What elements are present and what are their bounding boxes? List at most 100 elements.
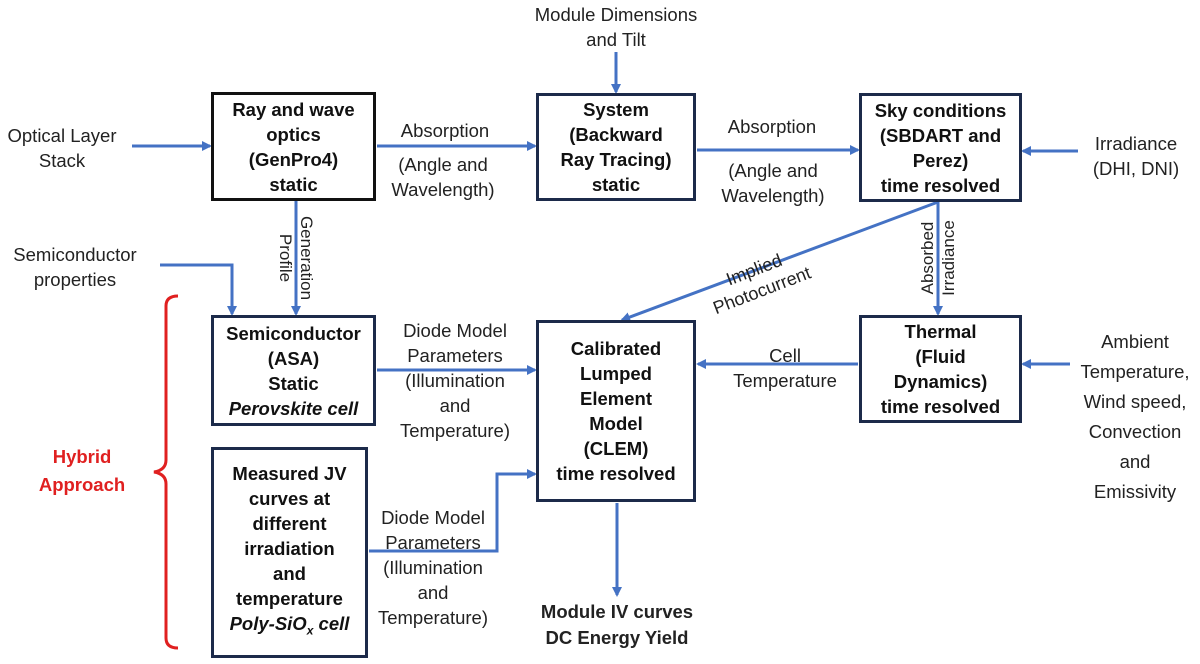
label-line: Parameters bbox=[407, 345, 503, 366]
label-line: Diode Model bbox=[381, 507, 485, 528]
label-line: and bbox=[417, 582, 449, 603]
optics-box-line: static bbox=[269, 173, 318, 195]
label-line: Temperature) bbox=[399, 420, 510, 441]
label-line: Ambient bbox=[1101, 331, 1169, 352]
label-line: DC Energy Yield bbox=[545, 627, 689, 648]
measured-jv-box-line: curves at bbox=[248, 488, 331, 510]
clem-box-line: Model bbox=[589, 413, 643, 434]
absorption-label-1: Absorption bbox=[400, 120, 490, 141]
absorption-detail-label-1: (Angle and Wavelength) bbox=[383, 152, 503, 202]
semiconductor-properties-label: Semiconductor properties bbox=[0, 242, 150, 292]
label-line: Wavelength) bbox=[391, 179, 495, 200]
label-line: Absorbed bbox=[918, 221, 937, 295]
optical-stack-label: Optical Layer Stack bbox=[0, 123, 124, 173]
label-line: Convection bbox=[1088, 421, 1182, 442]
clem-box-line: Calibrated bbox=[570, 338, 662, 359]
sky-box: Sky conditions (SBDART and Perez) time r… bbox=[859, 93, 1022, 202]
label-line: (Angle and bbox=[728, 160, 818, 181]
thermal-box-line: (Fluid bbox=[915, 346, 966, 367]
label-line: Module IV curves bbox=[540, 601, 694, 622]
cell-type-suffix: cell bbox=[313, 613, 350, 635]
hybrid-approach-label: Hybrid Approach bbox=[28, 443, 136, 499]
optics-box-line: Ray and wave bbox=[232, 98, 355, 120]
label-line: Generation bbox=[297, 215, 316, 301]
system-box-line: static bbox=[591, 174, 641, 195]
clem-box-line: time resolved bbox=[556, 463, 676, 484]
measured-jv-box-line: and bbox=[273, 563, 306, 585]
semiconductor-box-line: Semiconductor bbox=[226, 322, 361, 344]
label-line: Temperature, bbox=[1080, 361, 1190, 382]
label-line: Cell bbox=[769, 345, 801, 366]
label-line: Parameters bbox=[385, 532, 481, 553]
diode-parameters-label-2: Diode Model Parameters (Illumination and… bbox=[363, 505, 503, 630]
absorption-detail-label-2: (Angle and Wavelength) bbox=[713, 158, 833, 208]
arrow-sky-to-clem bbox=[620, 200, 939, 322]
clem-box-line: (CLEM) bbox=[583, 438, 649, 459]
label-line: (Illumination bbox=[383, 557, 483, 578]
measured-jv-box-line: irradiation bbox=[244, 538, 335, 560]
label-line: Diode Model bbox=[403, 320, 507, 341]
semiconductor-box: Semiconductor (ASA) Static Perovskite ce… bbox=[211, 315, 376, 426]
module-dimensions-label: Module Dimensions and Tilt bbox=[506, 2, 726, 52]
cell-type-subscript: x bbox=[306, 623, 314, 638]
arrow-measured-to-clem bbox=[369, 469, 537, 553]
system-box-line: System bbox=[583, 99, 649, 120]
measured-jv-box-line: different bbox=[252, 513, 327, 535]
label-line: Hybrid bbox=[52, 446, 112, 467]
arrow-semiconductor-properties-to-semiconductor bbox=[160, 263, 237, 316]
output-label: Module IV curves DC Energy Yield bbox=[507, 599, 727, 651]
optics-box-line: optics bbox=[266, 123, 321, 145]
label-line: Irradiance bbox=[1094, 133, 1178, 154]
label-line: Optical Layer bbox=[7, 125, 117, 146]
thermal-box-line: time resolved bbox=[880, 396, 1001, 417]
measured-jv-box-line: temperature bbox=[236, 588, 343, 610]
absorbed-irradiance-label: Absorbed Irradiance bbox=[917, 213, 959, 303]
semiconductor-box-line: Static bbox=[268, 372, 319, 394]
label-line: Wind speed, bbox=[1083, 391, 1187, 412]
label-line: Profile bbox=[276, 233, 295, 283]
label-line: Semiconductor bbox=[13, 244, 137, 265]
thermal-box: Thermal (Fluid Dynamics) time resolved bbox=[859, 315, 1022, 423]
thermal-box-line: Dynamics) bbox=[893, 371, 988, 392]
label-line: Module Dimensions bbox=[534, 4, 698, 25]
label-line: Stack bbox=[38, 150, 86, 171]
system-box-line: Ray Tracing) bbox=[560, 149, 672, 170]
label-line: and bbox=[439, 395, 471, 416]
sky-box-line: (SBDART and bbox=[879, 124, 1002, 146]
label-line: properties bbox=[33, 269, 117, 290]
hybrid-bracket bbox=[153, 294, 179, 650]
sky-box-line: Perez) bbox=[912, 149, 969, 171]
measured-jv-box-line: Measured JV bbox=[232, 463, 347, 485]
sky-box-line: time resolved bbox=[880, 174, 1001, 196]
semiconductor-box-cell-type: Perovskite cell bbox=[228, 397, 359, 419]
sky-box-line: Sky conditions bbox=[874, 99, 1007, 121]
label-line: and Tilt bbox=[586, 29, 646, 50]
label-line: Irradiance bbox=[939, 220, 958, 296]
clem-box-line: Lumped bbox=[580, 363, 652, 384]
system-box-line: (Backward bbox=[569, 124, 663, 145]
label-line: Emissivity bbox=[1093, 481, 1177, 502]
label-line: Temperature) bbox=[377, 607, 488, 628]
label-line: (Illumination bbox=[405, 370, 505, 391]
label-line: Approach bbox=[38, 474, 126, 495]
thermal-box-line: Thermal bbox=[904, 321, 977, 342]
ambient-input-label: Ambient Temperature, Wind speed, Convect… bbox=[1070, 327, 1200, 507]
clem-box-line: Element bbox=[580, 388, 652, 409]
label-line: and bbox=[1119, 451, 1151, 472]
label-line: Wavelength) bbox=[721, 185, 825, 206]
label-line: (DHI, DNI) bbox=[1092, 158, 1180, 179]
diode-parameters-label-1: Diode Model Parameters (Illumination and… bbox=[385, 318, 525, 443]
optics-box-line: (GenPro4) bbox=[248, 148, 339, 170]
optics-box: Ray and wave optics (GenPro4) static bbox=[211, 92, 376, 201]
system-box: System (Backward Ray Tracing) static bbox=[536, 93, 696, 201]
cell-temperature-label: Cell Temperature bbox=[720, 343, 850, 393]
cell-type-prefix: Poly-SiO bbox=[229, 613, 307, 635]
measured-jv-box: Measured JV curves at different irradiat… bbox=[211, 447, 368, 658]
irradiance-input-label: Irradiance (DHI, DNI) bbox=[1078, 131, 1194, 181]
label-line: (Angle and bbox=[398, 154, 488, 175]
absorption-label-2: Absorption bbox=[727, 116, 817, 137]
label-line: Temperature bbox=[733, 370, 837, 391]
semiconductor-box-line: (ASA) bbox=[267, 347, 320, 369]
generation-profile-label: Generation Profile bbox=[275, 213, 317, 303]
